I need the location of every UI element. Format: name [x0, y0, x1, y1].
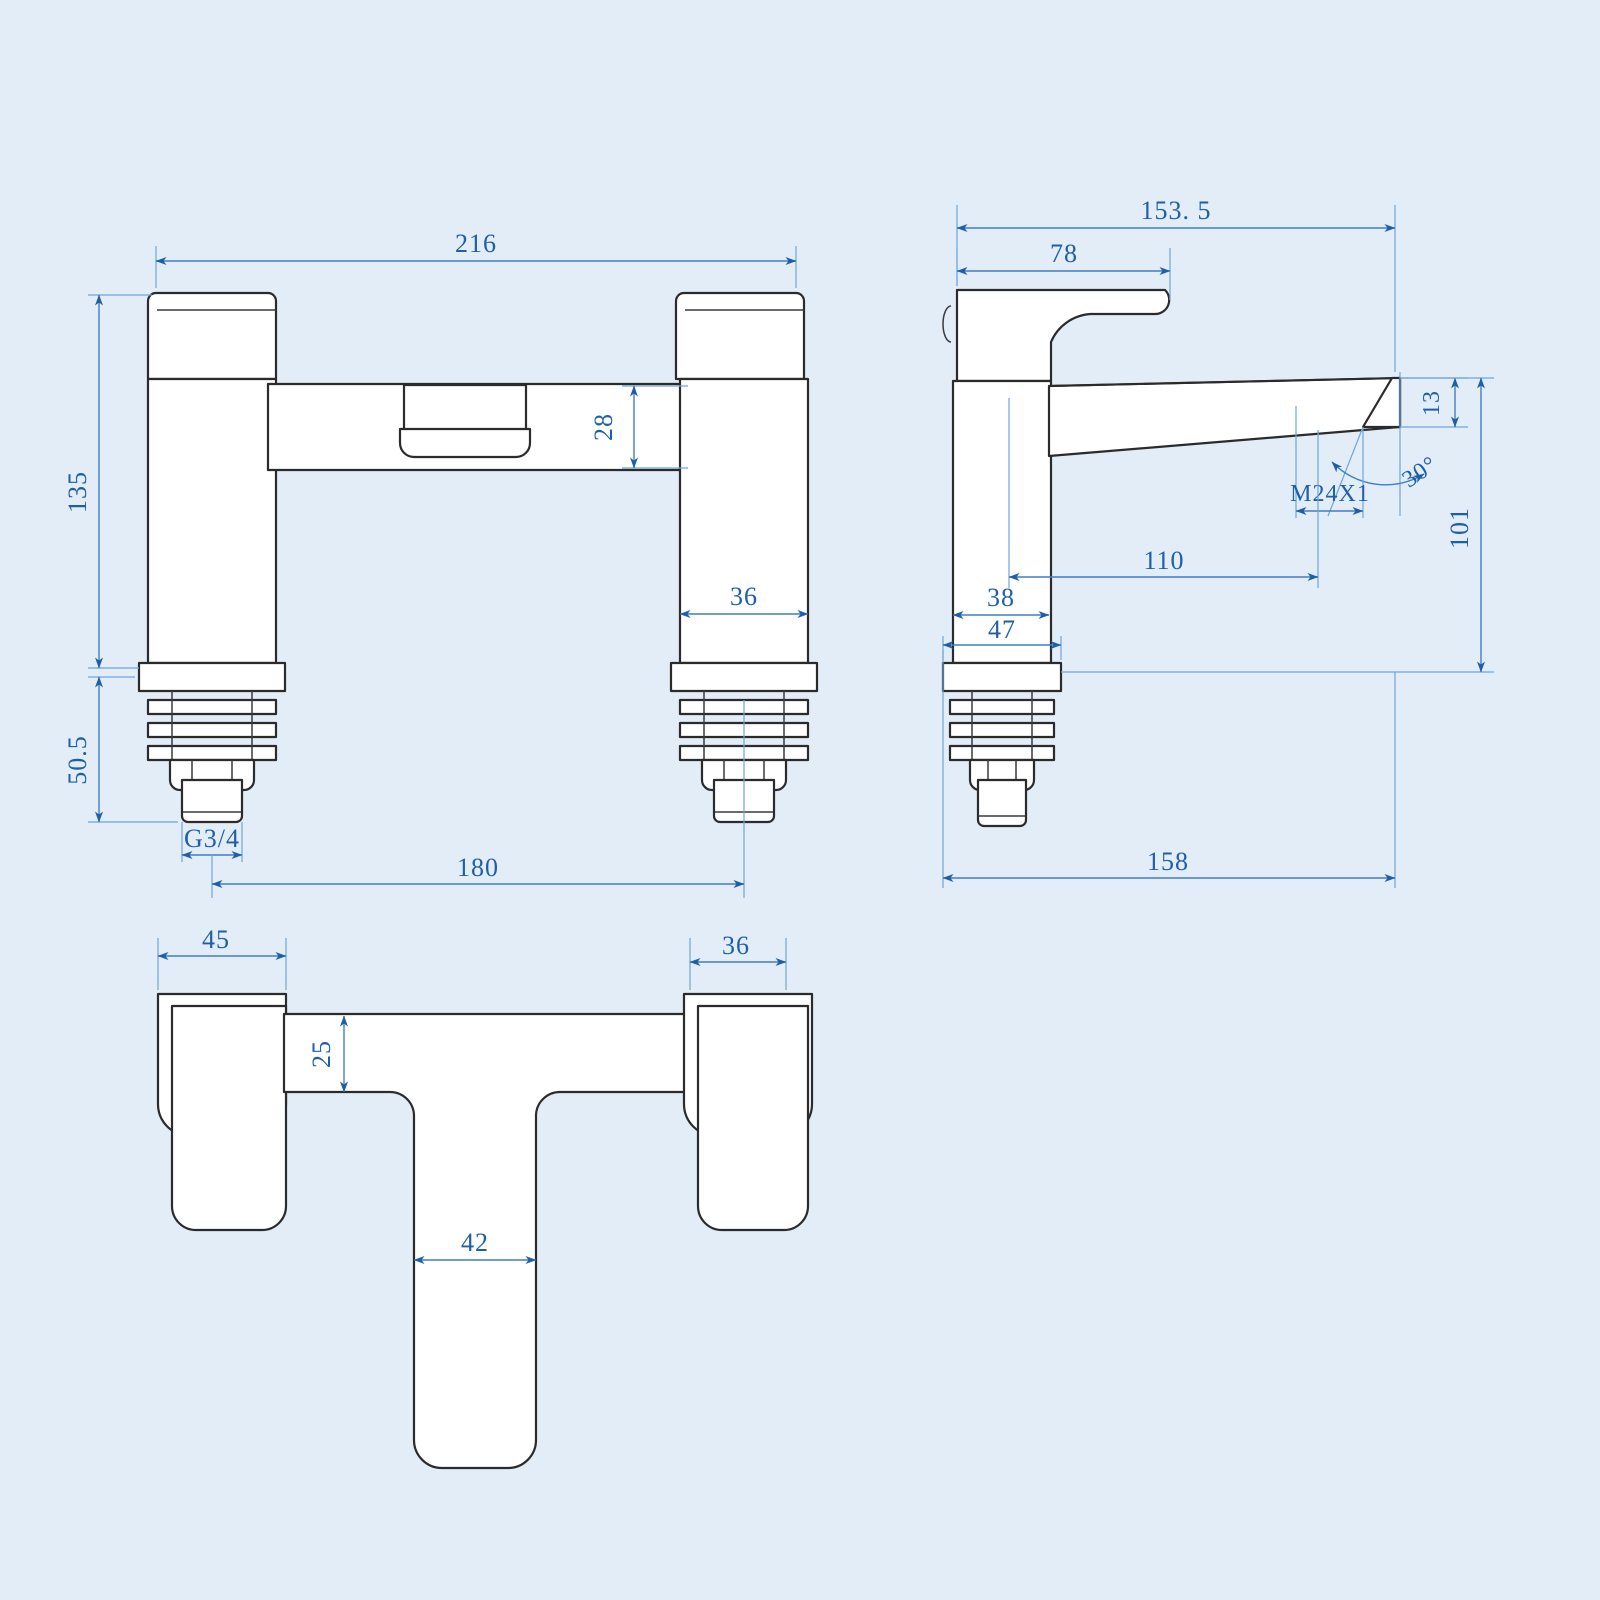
dim-101: 101: [1061, 377, 1494, 673]
dim-50-5: 50.5: [63, 676, 178, 823]
front-right-body: [678, 377, 810, 665]
dim-42: 42: [413, 1228, 537, 1264]
dim-158: 158: [942, 650, 1396, 888]
side-washer-1: [948, 698, 1056, 716]
dim-45: 45: [157, 925, 287, 990]
dim-38: 38: [952, 583, 1050, 619]
dim-25-label: 25: [307, 1040, 336, 1068]
front-left-handle-cap: [146, 291, 278, 381]
top-right-handle-body: [696, 1004, 810, 1232]
front-left-body: [146, 377, 278, 665]
dim-25: 25: [307, 1015, 348, 1093]
front-right-flange: [669, 661, 819, 693]
dim-216: 216: [155, 229, 797, 288]
front-right-handle-cap: [674, 291, 806, 381]
side-tail-thread: [976, 778, 1028, 828]
side-base-assembly: [941, 661, 1063, 828]
dim-m24x1: M24X1: [1290, 406, 1370, 518]
dim-180: 180: [211, 700, 745, 898]
dim-36-front-label: 36: [730, 582, 758, 611]
dim-78-label: 78: [1050, 239, 1078, 268]
dim-78: 78: [956, 239, 1171, 300]
dim-153-5: 153. 5: [956, 196, 1396, 372]
front-left-washer-3: [146, 744, 278, 762]
dim-45-label: 45: [202, 925, 230, 954]
dim-135: 135: [63, 294, 152, 669]
dim-36-top-label: 36: [722, 931, 750, 960]
dim-153-5-label: 153. 5: [1141, 196, 1212, 225]
front-left-washer-2: [146, 721, 278, 739]
dim-135-label: 135: [63, 471, 92, 513]
dim-180-label: 180: [457, 853, 499, 882]
top-left-handle-body: [170, 1004, 288, 1232]
front-left-base-assembly: [137, 661, 287, 824]
front-left-washer-1: [146, 698, 278, 716]
dim-36-front: 36: [679, 582, 809, 618]
dim-47-label: 47: [988, 615, 1016, 644]
dim-36-top: 36: [689, 931, 787, 990]
front-elevation-view: 216 135 28 36 50.5: [63, 229, 819, 898]
dim-158-label: 158: [1147, 847, 1189, 876]
dim-110: 110: [1008, 398, 1319, 588]
front-left-tail-thread: [180, 778, 244, 824]
dim-216-label: 216: [455, 229, 497, 258]
dim-47: 47: [942, 615, 1062, 660]
dim-g34-label: G3/4: [184, 824, 240, 853]
dim-42-label: 42: [461, 1228, 489, 1257]
dim-101-label: 101: [1445, 507, 1474, 549]
dim-28-label: 28: [589, 413, 618, 441]
side-elevation-view: 153. 5 78 13 101 30°: [941, 196, 1494, 888]
dim-m24x1-label: M24X1: [1290, 481, 1370, 507]
dim-28: 28: [589, 385, 688, 469]
side-spout-top-edge: [1048, 377, 1401, 387]
front-left-flange: [137, 661, 287, 693]
side-lever-pivot-arc: [942, 305, 952, 343]
top-bridge-and-spout: [282, 1012, 688, 1470]
dim-50-5-label: 50.5: [63, 735, 92, 785]
side-flange: [941, 661, 1063, 693]
front-diverter-lower: [398, 427, 532, 459]
side-washer-3: [948, 744, 1056, 762]
dim-g34: G3/4: [181, 822, 243, 862]
dim-13-label: 13: [1419, 390, 1445, 416]
side-washer-2: [948, 721, 1056, 739]
top-plan-view: 45 36 25 42: [156, 925, 814, 1470]
dim-110-label: 110: [1143, 546, 1184, 575]
side-lever: [955, 288, 1171, 383]
dim-38-label: 38: [987, 583, 1015, 612]
